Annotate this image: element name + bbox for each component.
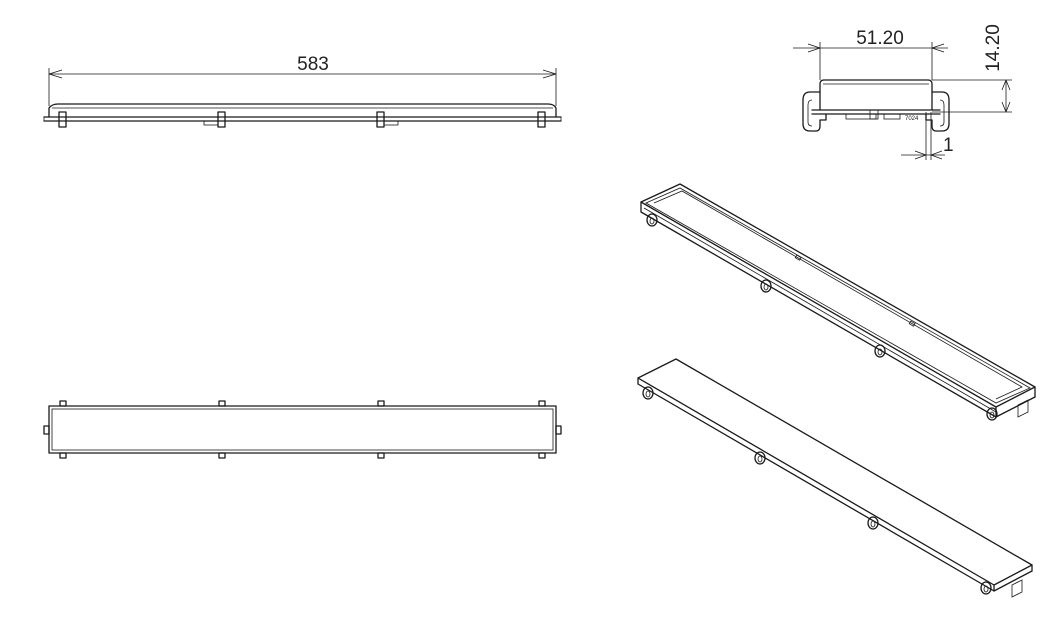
width-dimension-label: 51.20: [856, 28, 904, 49]
offset-dimension-label: 1: [943, 135, 954, 156]
isometric-grate: [637, 358, 1033, 598]
front-view-body: [43, 103, 562, 128]
section-view: 51.20 14.20 1: [793, 24, 1012, 160]
length-dimension-label: 583: [297, 54, 329, 75]
isometric-channel: [640, 183, 1036, 421]
height-dimension: 14.20: [932, 24, 1012, 113]
height-dimension-label: 14.20: [983, 24, 1004, 72]
top-view: [43, 400, 562, 459]
width-dimension: 51.20: [793, 28, 948, 80]
length-dimension: 583: [48, 54, 557, 106]
front-view: 583: [43, 54, 562, 128]
part-marking: 7024: [905, 116, 919, 122]
section-profile: 7024: [802, 79, 950, 132]
